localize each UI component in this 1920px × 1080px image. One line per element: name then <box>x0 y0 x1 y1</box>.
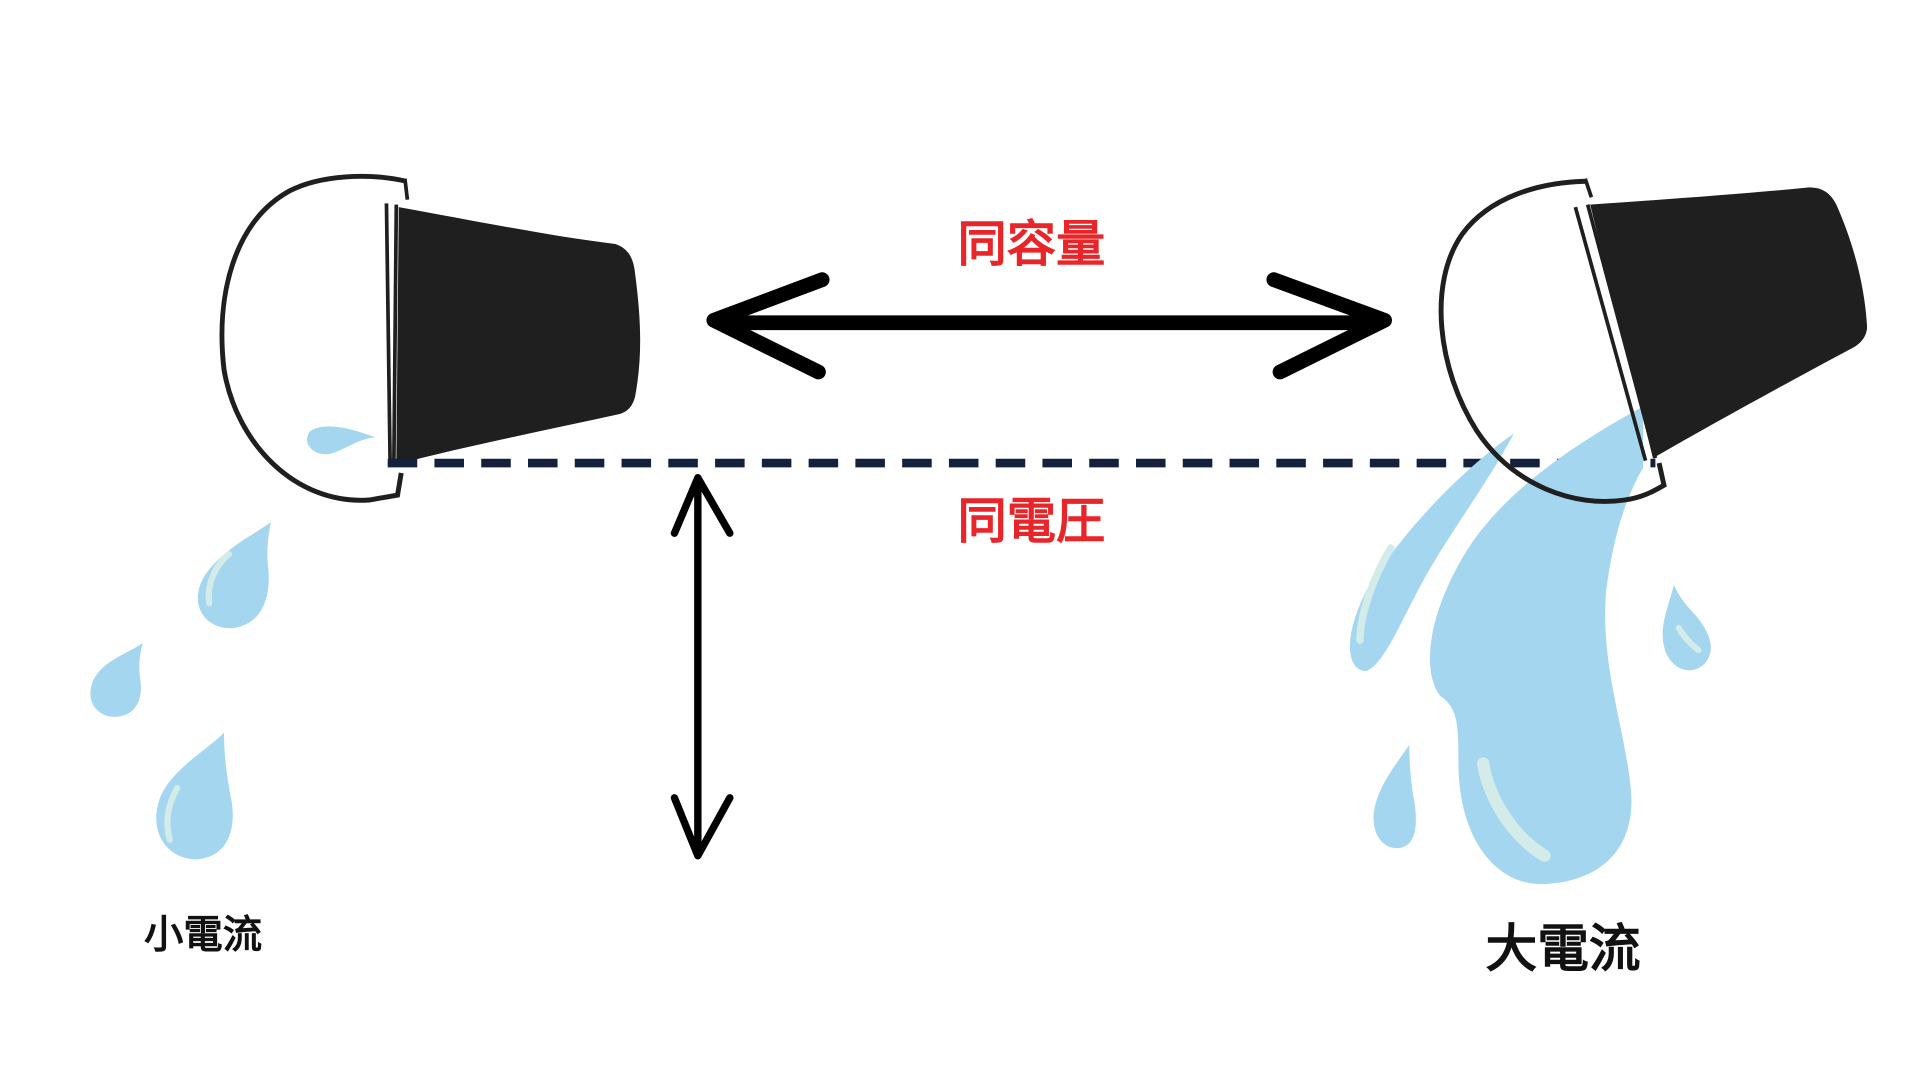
left-bucket <box>219 173 641 503</box>
water-drop <box>1662 584 1711 671</box>
capacity-double-arrow <box>706 272 1393 380</box>
right-water-stream <box>1349 406 1711 885</box>
water-drop <box>156 732 233 860</box>
water-drop <box>90 642 143 717</box>
left-water-drops <box>90 522 271 860</box>
water-drop <box>197 522 271 629</box>
water-drop-in-bucket <box>306 426 376 455</box>
same-capacity-label: 同容量 <box>958 215 1106 273</box>
right-bucket-rim <box>1573 204 1658 462</box>
right-bucket <box>1438 178 1868 504</box>
right-bucket-handle <box>1438 178 1667 504</box>
left-bucket-body <box>396 207 641 465</box>
small-current-label: 小電流 <box>144 912 262 958</box>
right-bucket-body <box>1590 187 1868 459</box>
water-drop <box>1373 744 1416 849</box>
left-bucket-handle <box>219 173 407 503</box>
same-voltage-label: 同電圧 <box>958 492 1106 550</box>
large-current-label: 大電流 <box>1486 919 1641 979</box>
voltage-height-arrow <box>670 474 734 860</box>
left-bucket-rim <box>384 203 399 466</box>
